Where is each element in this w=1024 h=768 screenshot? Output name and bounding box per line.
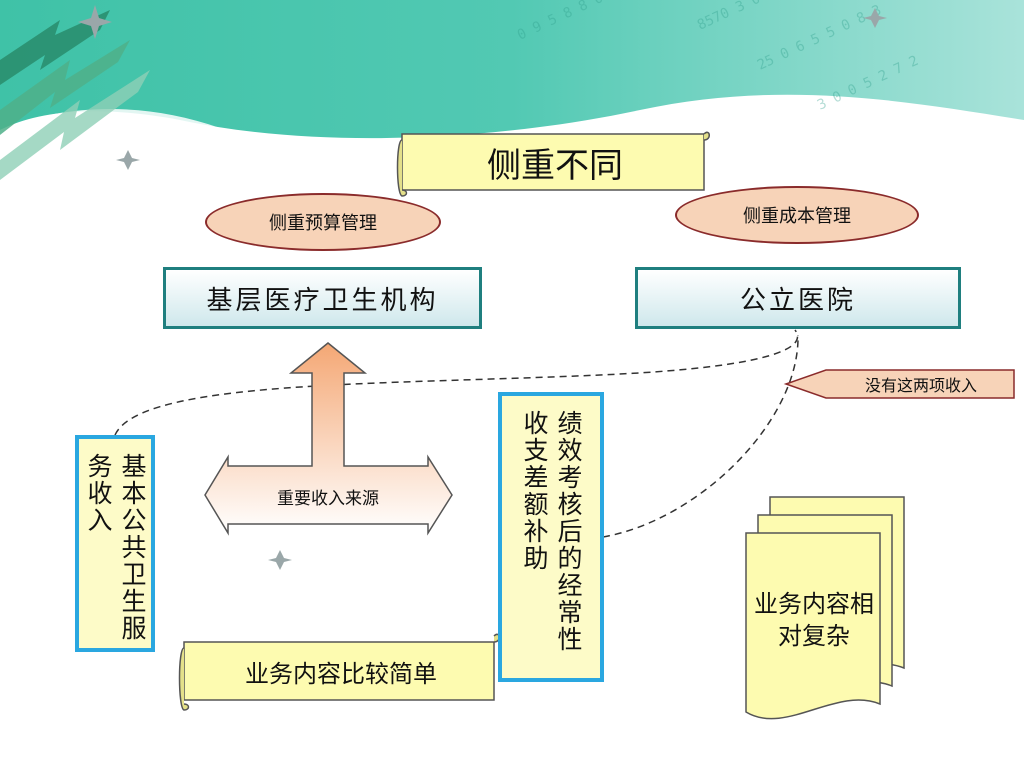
callout-arrow-shape <box>783 369 1015 399</box>
simple-business-label: 业务内容比较简单 <box>245 659 437 688</box>
public-hospital-label: 公立医院 <box>739 285 856 316</box>
public-hospital-box: 公立医院 <box>635 267 961 329</box>
primary-care-box: 基层医疗卫生机构 <box>163 267 482 329</box>
arrow-label: 重要收入来源 <box>277 488 379 509</box>
complex-business-label: 业务内容相对复杂 <box>754 590 874 650</box>
stacked-documents-shape <box>745 496 905 720</box>
callout-label: 没有这两项收入 <box>864 376 977 395</box>
dashed-connector-mid <box>602 334 799 538</box>
title-scroll-shape <box>396 131 710 197</box>
page-title: 侧重不同 <box>487 145 623 186</box>
multi-direction-arrow <box>204 342 453 536</box>
focus-cost-label: 侧重成本管理 <box>743 206 851 227</box>
bottom-scroll-shape <box>178 633 500 711</box>
performance-subsidy-box: 绩效考核后的经常性收支差额补助 <box>498 392 604 682</box>
focus-budget-ellipse: 侧重预算管理 <box>205 193 441 251</box>
dashed-connector-left <box>114 329 799 436</box>
public-health-income-label: 基本公共卫生服务收入 <box>84 453 147 642</box>
public-health-income-box: 基本公共卫生服务收入 <box>75 435 155 652</box>
primary-care-label: 基层医疗卫生机构 <box>206 285 439 316</box>
performance-subsidy-label: 绩效考核后的经常性收支差额补助 <box>520 410 583 653</box>
focus-cost-ellipse: 侧重成本管理 <box>675 186 919 244</box>
focus-budget-label: 侧重预算管理 <box>269 213 377 234</box>
